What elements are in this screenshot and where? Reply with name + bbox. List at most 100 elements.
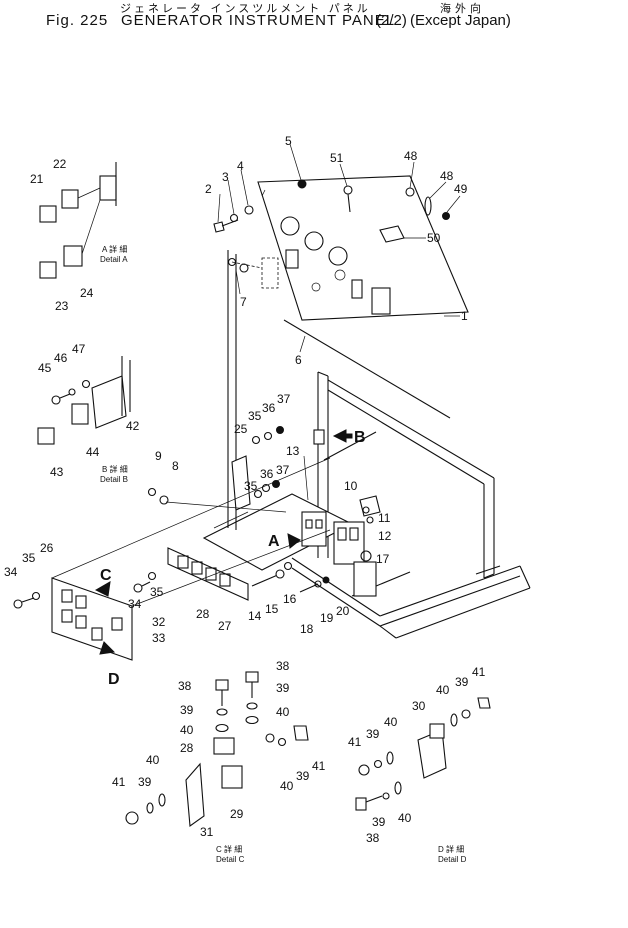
washer-47 [81, 379, 91, 389]
detail-d-group [355, 697, 491, 811]
callout-39-c1: 39 [180, 703, 194, 717]
detail-c-group [125, 671, 309, 828]
washer-9 [147, 487, 157, 497]
detail-d-caption: Detail D [438, 855, 467, 864]
callout-32: 32 [152, 615, 166, 629]
callout-15: 15 [265, 602, 279, 616]
figure-page-fraction: (2/2) [376, 12, 407, 29]
washer-46 [68, 388, 76, 396]
japanese-region: 海外向 [440, 2, 485, 15]
mounting-frame [291, 371, 531, 639]
callout-39-d1: 39 [455, 675, 469, 689]
nut-5 [297, 179, 307, 189]
washer-39d [146, 802, 154, 814]
washer-40e [450, 713, 458, 727]
switch-panel-26 [51, 577, 133, 661]
callout-41-d2: 41 [348, 735, 362, 749]
callout-12: 12 [378, 529, 392, 543]
callout-16: 16 [283, 592, 297, 606]
detail-d-caption-jp: D 詳 細 [438, 844, 464, 854]
callout-35-right: 35 [150, 585, 164, 599]
callout-43: 43 [50, 465, 64, 479]
washer-35b [253, 489, 263, 499]
screw-34b [133, 581, 151, 593]
washer-19 [314, 580, 322, 588]
detail-a-group [39, 162, 117, 279]
callout-29: 29 [230, 807, 244, 821]
washer-39b [246, 702, 258, 710]
washer-16 [283, 561, 293, 571]
base-plate [202, 493, 354, 571]
washer-8 [159, 495, 169, 505]
bracket-b-target [313, 429, 325, 445]
washer-35c [31, 591, 41, 601]
view-letter-c: C [100, 567, 112, 584]
callout-24: 24 [80, 286, 94, 300]
callout-1: 1 [461, 309, 468, 323]
callout-7: 7 [240, 295, 247, 309]
callout-5: 5 [285, 134, 292, 148]
callout-48-mid: 48 [440, 169, 454, 183]
callout-40-c2: 40 [276, 705, 290, 719]
washer-39c [277, 737, 287, 747]
callout-28: 28 [196, 607, 210, 621]
callout-6: 6 [295, 353, 302, 367]
nut-49 [442, 212, 450, 220]
callout-35-middle: 35 [244, 479, 258, 493]
callout-38-left: 38 [178, 679, 192, 693]
instrument-panel-plate [231, 175, 469, 321]
bolt-38b [245, 671, 259, 698]
callout-40-d3: 40 [398, 811, 412, 825]
callout-28-detail-c: 28 [180, 741, 194, 755]
callout-38-detail-d: 38 [366, 831, 380, 845]
detail-b-group [37, 356, 131, 445]
washer-35d [147, 571, 157, 581]
callout-17: 17 [376, 552, 390, 566]
figure-header: ジェネレータ インスツルメント パネル 海外向 Fig. 225 GENERAT… [0, 0, 628, 40]
callout-13: 13 [286, 444, 300, 458]
fuse-holder-28 [213, 737, 235, 755]
callout-35-upper: 35 [248, 409, 262, 423]
callout-11: 11 [378, 511, 391, 525]
washer-36a [263, 431, 273, 441]
bracket-10-11-12 [359, 495, 381, 524]
washer-40c [265, 733, 275, 743]
callout-51: 51 [330, 151, 344, 165]
callout-14: 14 [248, 609, 262, 623]
washer-40f [386, 751, 394, 765]
washer-40d [158, 793, 166, 807]
callout-41-c1: 41 [312, 759, 326, 773]
nut-41c [477, 697, 491, 709]
callout-39-d3: 39 [372, 815, 386, 829]
callout-25: 25 [234, 422, 248, 436]
callout-10: 10 [344, 479, 358, 493]
bracket-31 [185, 762, 205, 828]
view-arrow-a [287, 533, 301, 549]
callout-34-left: 34 [4, 565, 18, 579]
washer-40b [245, 715, 259, 725]
callout-37-middle: 37 [276, 463, 290, 477]
nut-41d [358, 764, 370, 776]
callout-46: 46 [54, 351, 68, 365]
callout-45: 45 [38, 361, 52, 375]
callout-41-d1: 41 [472, 665, 486, 679]
washer-39g [382, 792, 390, 800]
callout-4: 4 [237, 159, 244, 173]
callout-8: 8 [172, 459, 179, 473]
callout-20: 20 [336, 604, 350, 618]
nut-37a [276, 426, 284, 434]
relay-block-17 [333, 521, 377, 597]
callout-35-left: 35 [22, 551, 36, 565]
callout-39-c2: 39 [276, 681, 290, 695]
detail-b-caption: Detail B [100, 475, 128, 484]
callout-42: 42 [126, 419, 140, 433]
callout-40-c1: 40 [180, 723, 194, 737]
callout-47: 47 [72, 342, 86, 356]
callout-27: 27 [218, 619, 232, 633]
callout-34-right: 34 [128, 597, 142, 611]
callout-38-right: 38 [276, 659, 290, 673]
screw-45 [51, 393, 71, 405]
washer-40g [394, 781, 402, 795]
callout-36-middle: 36 [260, 467, 274, 481]
callout-3: 3 [222, 170, 229, 184]
